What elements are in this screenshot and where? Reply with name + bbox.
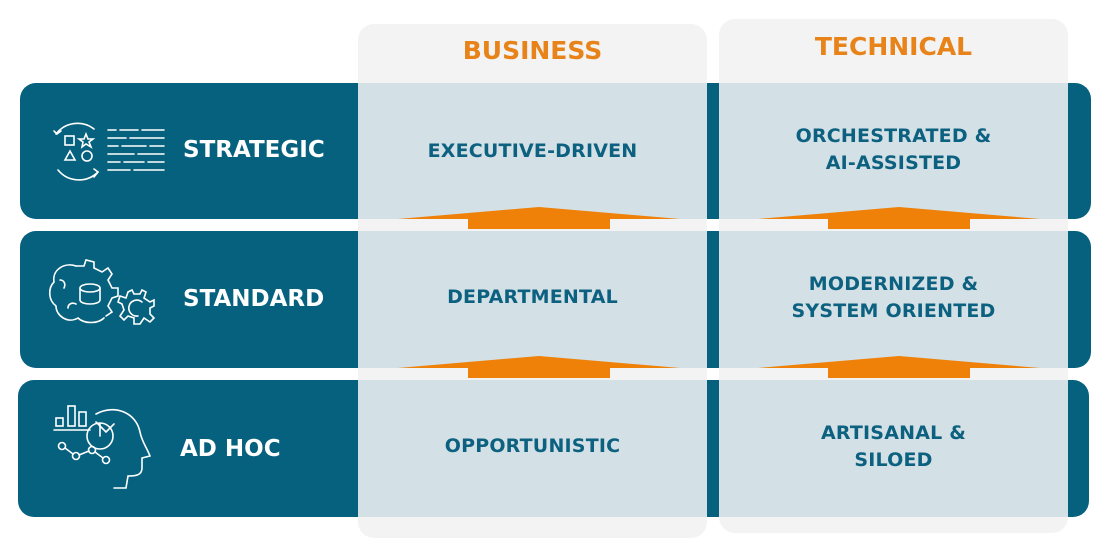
technical-header: TECHNICAL bbox=[814, 32, 973, 61]
cell-strategic-technical: ORCHESTRATED & AI-ASSISTED bbox=[719, 83, 1068, 219]
brain-gears-database-icon bbox=[48, 259, 156, 325]
up-arrow-icon bbox=[758, 207, 1040, 229]
row-label-strategic: STRATEGIC bbox=[183, 137, 325, 163]
head-analytics-icon bbox=[53, 405, 152, 489]
cell-text: EXECUTIVE-DRIVEN bbox=[427, 139, 638, 162]
cell-text-line1: MODERNIZED & bbox=[808, 272, 979, 295]
cell-text-line1: ORCHESTRATED & bbox=[795, 125, 992, 147]
cell-standard-business: DEPARTMENTAL bbox=[358, 231, 707, 368]
cell-strategic-business: EXECUTIVE-DRIVEN bbox=[358, 83, 707, 219]
cell-text-line2: AI-ASSISTED bbox=[825, 152, 962, 174]
business-header: BUSINESS bbox=[462, 36, 603, 65]
strategy-shapes-icon bbox=[53, 122, 165, 181]
cell-adhoc-business: OPPORTUNISTIC bbox=[358, 380, 707, 517]
row-label-adhoc: AD HOC bbox=[180, 436, 281, 462]
cell-standard-technical: MODERNIZED & SYSTEM ORIENTED bbox=[719, 231, 1068, 368]
cell-adhoc-technical: ARTISANAL & SILOED bbox=[719, 380, 1068, 517]
cell-text-line2: SYSTEM ORIENTED bbox=[791, 299, 996, 322]
cell-text: OPPORTUNISTIC bbox=[444, 435, 621, 457]
cell-text-line2: SILOED bbox=[854, 448, 933, 471]
row-label-standard: STANDARD bbox=[183, 286, 325, 312]
up-arrow-icon bbox=[398, 356, 680, 378]
cell-text-line1: ARTISANAL & bbox=[821, 421, 966, 444]
up-arrow-icon bbox=[758, 356, 1040, 378]
up-arrow-icon bbox=[398, 207, 680, 229]
cell-text: DEPARTMENTAL bbox=[447, 286, 618, 308]
